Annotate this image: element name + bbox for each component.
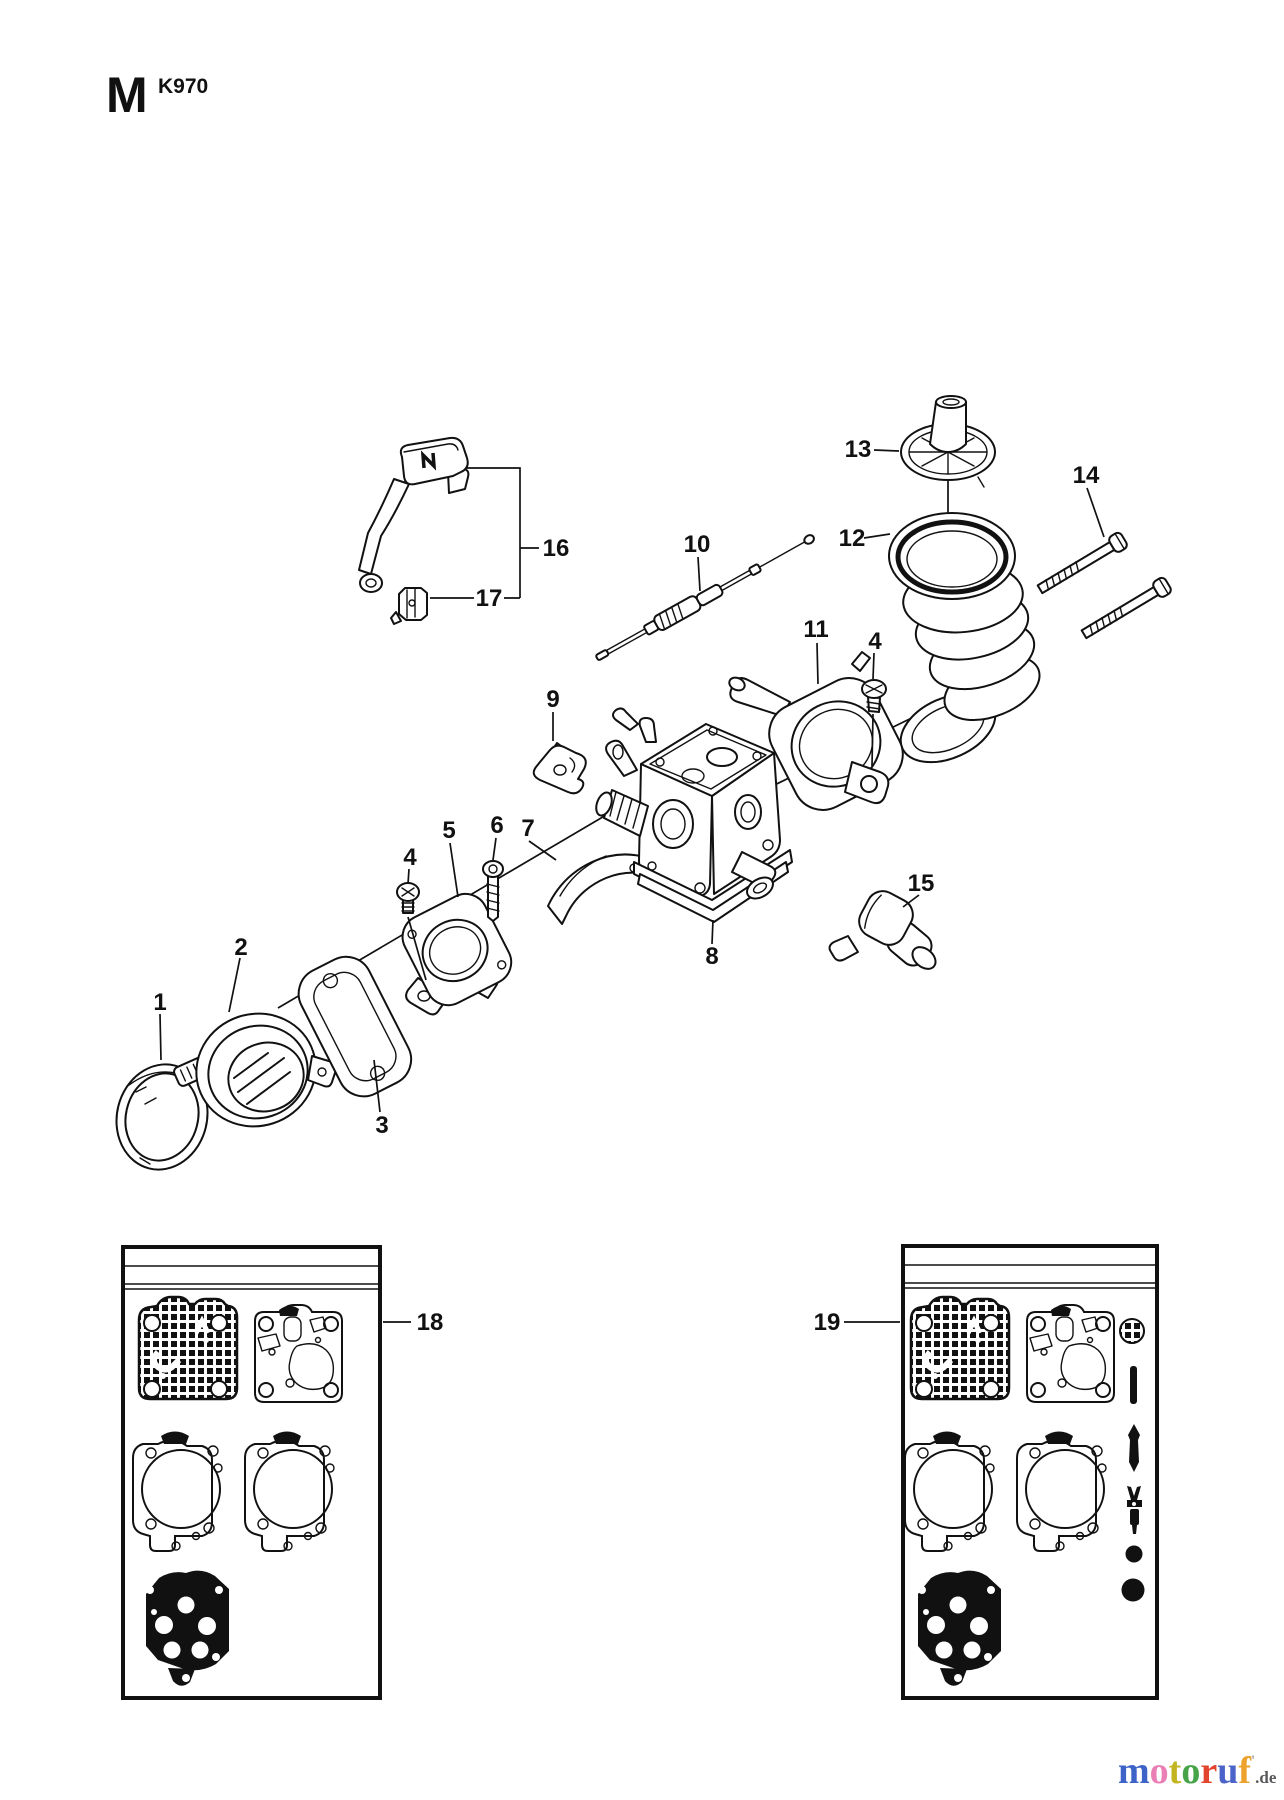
part-5-manifold-holder [401, 892, 513, 1016]
callout-12: 12 [839, 525, 866, 552]
callout-16: 16 [543, 535, 570, 562]
model-code: K970 [158, 75, 209, 98]
watermark-letter-o2: o [1181, 1750, 1201, 1792]
kit-pin [1130, 1366, 1137, 1404]
callout-3: 3 [375, 1112, 388, 1139]
callout-4-right: 4 [868, 628, 882, 655]
watermark-motoruf: m o t o r u f ' .de [1118, 1752, 1276, 1790]
callout-14: 14 [1073, 462, 1100, 489]
watermark-letter-t: t [1168, 1750, 1182, 1792]
callout-8: 8 [705, 943, 718, 970]
part-14-long-screw-2 [1080, 576, 1172, 640]
callout-5: 5 [442, 817, 455, 844]
callout-2: 2 [234, 934, 247, 961]
kit-needle [1128, 1424, 1140, 1472]
part-4-screw-right [861, 679, 887, 767]
callout-4-left: 4 [403, 844, 417, 871]
callout-13: 13 [845, 436, 872, 463]
kit-mesh-diaphragm [137, 1295, 239, 1401]
watermark-letter-r: r [1200, 1750, 1218, 1792]
kit-screen-filter [1119, 1318, 1145, 1344]
watermark-letter-u: u [1217, 1750, 1239, 1792]
part-17-cable-clip [390, 587, 428, 625]
watermark-letter-f: f [1238, 1750, 1251, 1792]
part-6-screw [482, 860, 504, 922]
callout-18: 18 [417, 1309, 444, 1336]
kit-contents [132, 1295, 343, 1686]
part-12-intake-bellows [888, 512, 1041, 764]
callout-10: 10 [684, 531, 711, 558]
part-9-cable-clamp [532, 742, 587, 795]
callout-labels: 1 2 3 4 4 5 6 7 8 9 10 11 12 13 14 15 16… [153, 436, 1100, 1336]
callout-15: 15 [908, 870, 935, 897]
kit-extra-parts [1119, 1318, 1145, 1602]
kit-box-18 [121, 1245, 382, 1700]
kit-pump-gasket [254, 1304, 343, 1403]
part-16-choke-lever [358, 436, 470, 593]
kit-small-disc [1125, 1545, 1143, 1563]
watermark-letter-m: m [1118, 1750, 1150, 1792]
section-letter: M [106, 67, 148, 123]
kit-round-diaphragm [132, 1431, 223, 1552]
callout-leader-lines [159, 449, 1105, 1323]
callout-1: 1 [153, 989, 166, 1016]
kit-large-disc [1121, 1578, 1145, 1602]
callout-7: 7 [521, 815, 534, 842]
part-10-throttle-cable [595, 534, 815, 661]
kit-main-diaphragm [146, 1570, 229, 1686]
callout-19: 19 [814, 1309, 841, 1336]
callout-11: 11 [803, 616, 828, 643]
part-2-intake-boot [195, 1012, 338, 1128]
part-13-air-funnel [900, 395, 996, 488]
callout-9: 9 [546, 686, 559, 713]
part-8-carburetor [595, 707, 793, 923]
part-14-long-screw-1 [1036, 531, 1128, 595]
kit-box-19 [901, 1244, 1159, 1700]
part-15-fuel-elbow [828, 890, 937, 970]
kit-inlet-needle-valve [1127, 1486, 1142, 1534]
callout-17: 17 [476, 585, 503, 612]
callout-6: 6 [490, 812, 503, 839]
watermark-suffix: .de [1255, 1768, 1277, 1787]
part-3-gasket [297, 955, 413, 1098]
watermark-letter-o1: o [1149, 1750, 1169, 1792]
part-4-screw-left [396, 882, 420, 914]
watermark-mark: ' [1250, 1753, 1256, 1769]
